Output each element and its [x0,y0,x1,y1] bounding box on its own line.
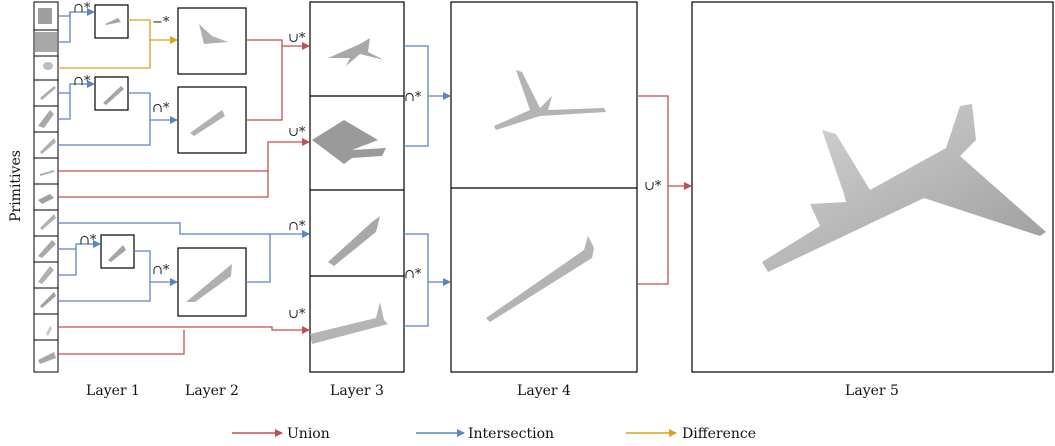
layer-labels: Layer 1 Layer 2 Layer 3 Layer 4 Layer 5 [86,383,899,399]
primitive-thumbnails [35,8,57,364]
layer-4-label: Layer 4 [517,383,571,399]
operator-labels: ∩* −* ∩* ∩* ∩* ∩* ∪* ∪* ∩* ∪* ∩* ∩* ∪* [73,1,662,322]
layer-2-label: Layer 2 [185,383,239,399]
op-intersection: ∩* [73,74,91,89]
op-union: ∪* [288,31,306,46]
op-difference: −* [152,15,170,30]
layer4-nodes [450,1,638,373]
primitives-axis-label: Primitives [8,150,24,222]
op-intersection: ∩* [404,90,422,105]
op-union: ∪* [288,307,306,322]
layer-1-label: Layer 1 [86,383,140,399]
op-intersection: ∩* [79,233,97,248]
legend-difference-label: Difference [682,426,756,442]
op-intersection: ∩* [288,219,306,234]
union-edges [58,39,692,355]
layer-5-label: Layer 5 [845,383,899,399]
intersection-edges [58,8,451,327]
difference-edges [58,19,178,69]
layer2-nodes [177,7,247,317]
layer3-nodes [309,1,405,373]
op-intersection: ∩* [404,267,422,282]
layer1-nodes [94,4,135,269]
op-intersection: ∩* [152,263,170,278]
op-union: ∪* [644,179,662,194]
layer-3-label: Layer 3 [330,383,384,399]
legend: Union Intersection Difference [232,426,756,442]
op-union: ∪* [288,125,306,140]
layer5-node [691,1,1054,373]
op-intersection: ∩* [73,1,91,16]
legend-union-label: Union [287,426,330,442]
primitives-column [33,1,59,373]
legend-intersection-label: Intersection [468,426,554,442]
op-intersection: ∩* [152,101,170,116]
